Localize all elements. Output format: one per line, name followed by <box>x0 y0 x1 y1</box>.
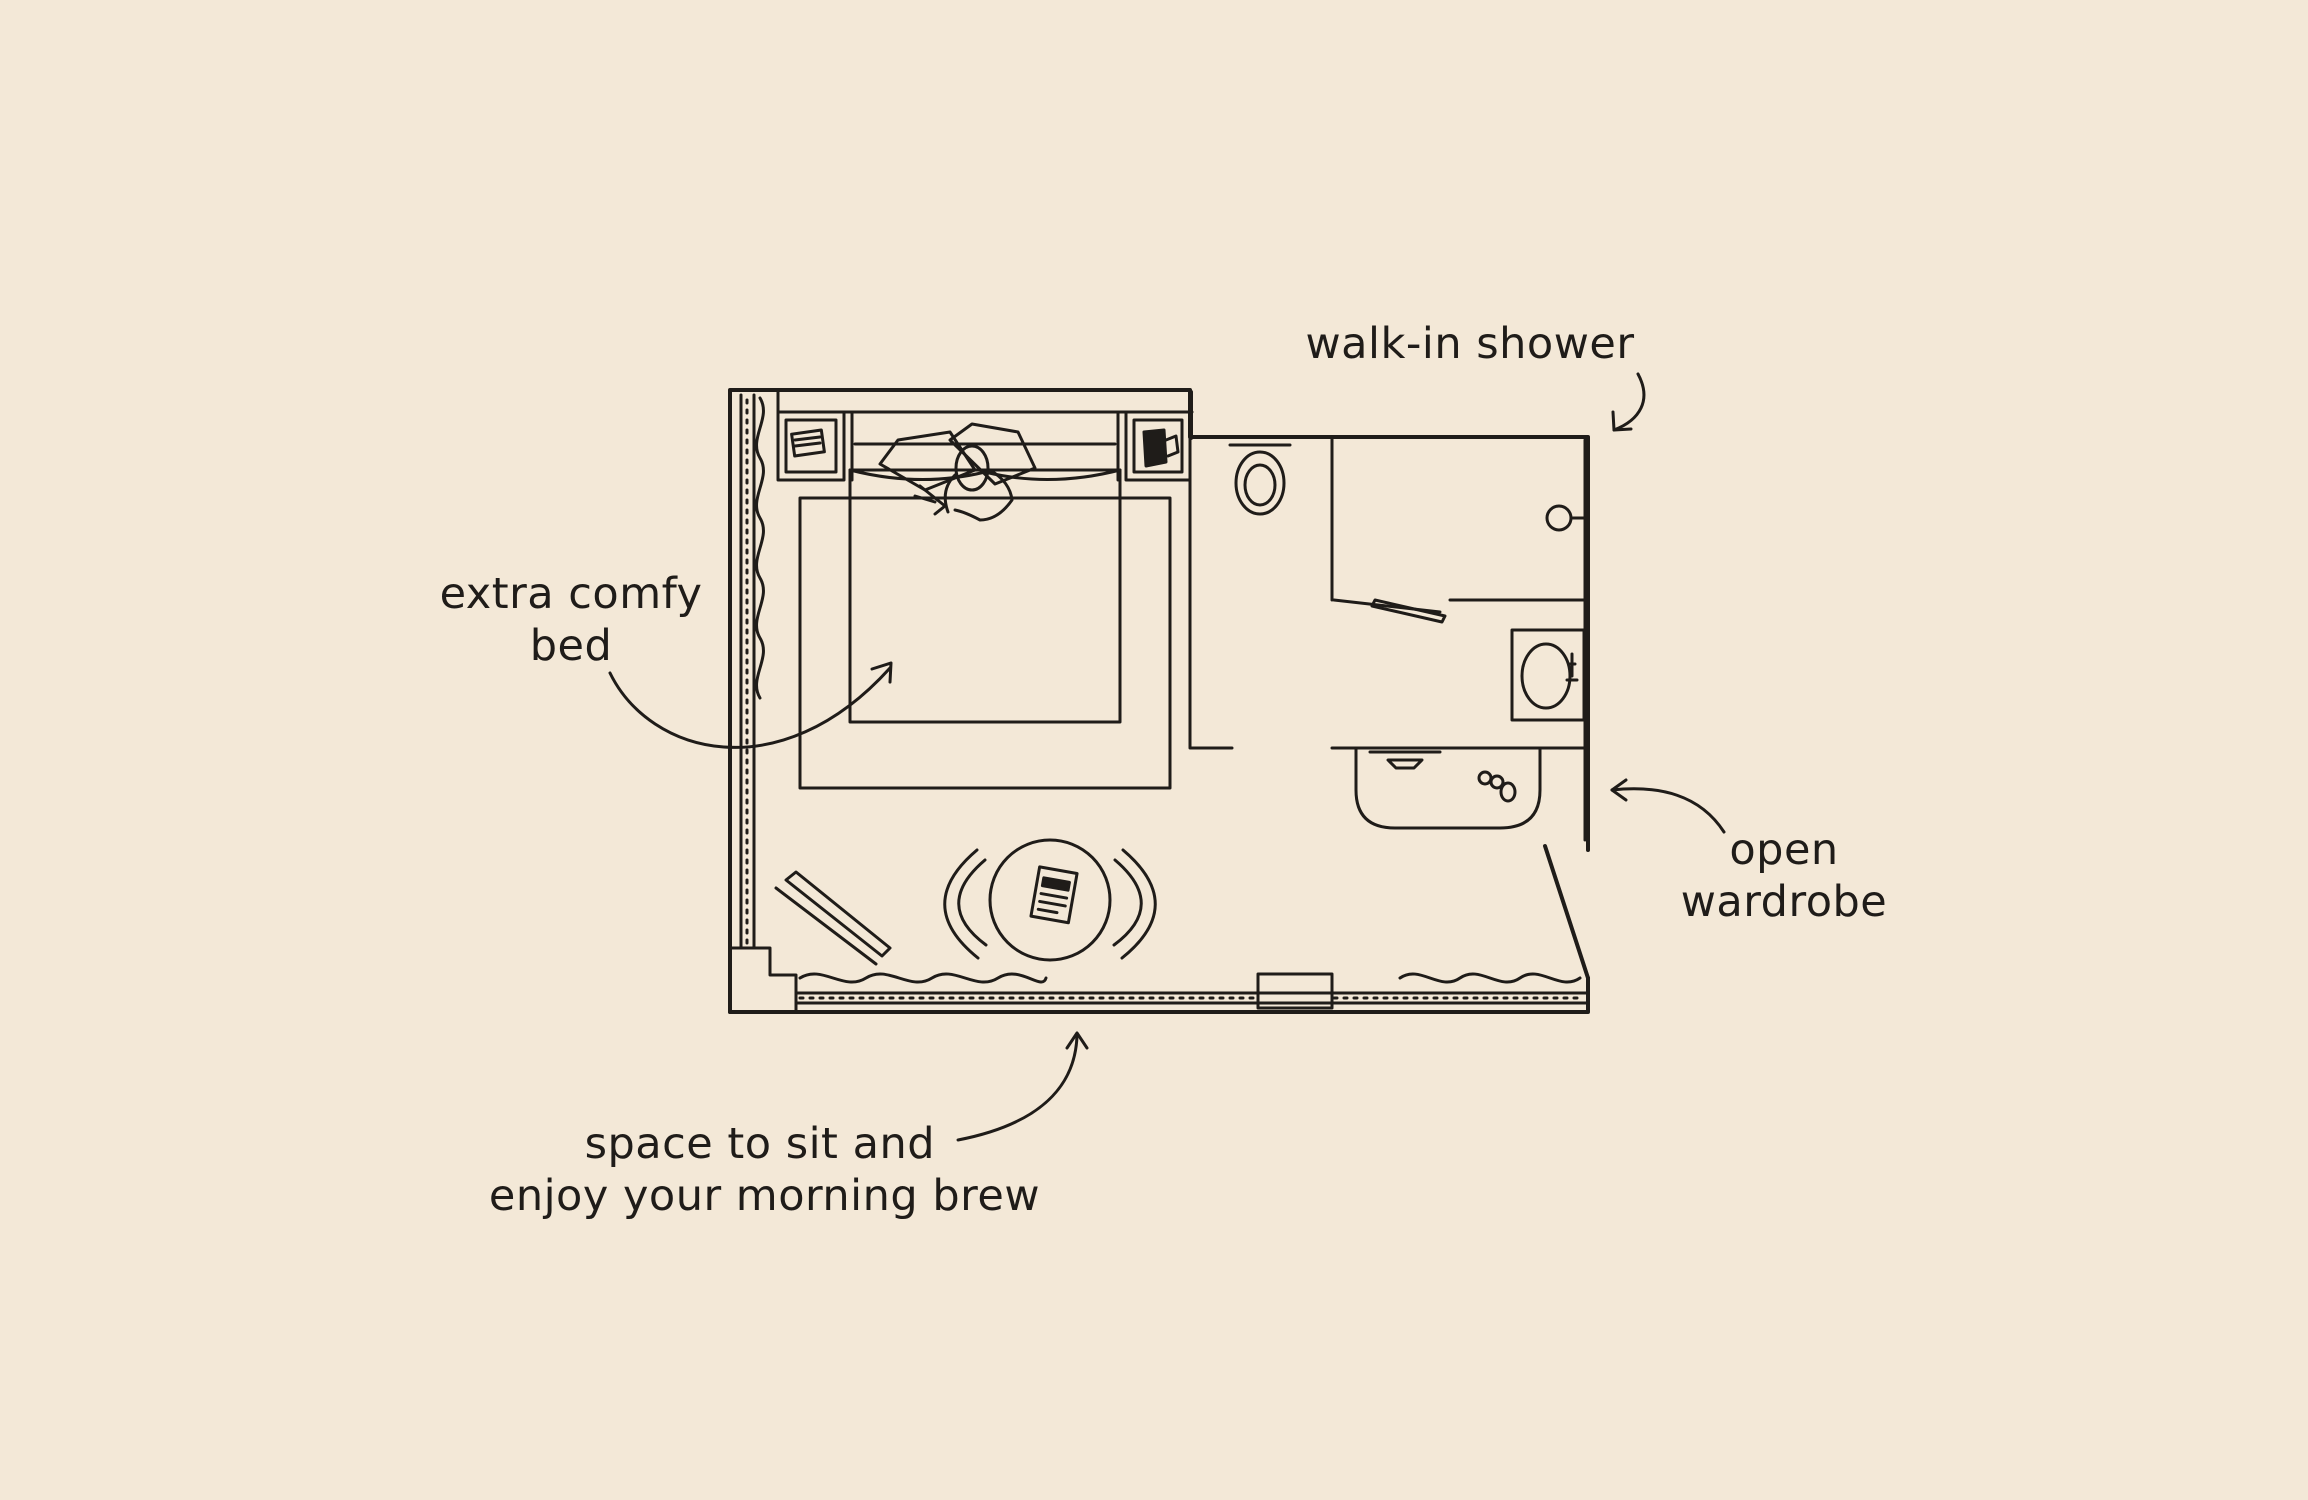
daybed <box>774 870 892 966</box>
curtain-bottom-left <box>798 972 1048 984</box>
label-wardrobe-line2: wardrobe <box>1680 877 1888 927</box>
label-bed: extra comfy bed <box>418 568 724 672</box>
label-seating: space to sit and enjoy your morning brew <box>440 1118 1040 1222</box>
nightstand-left <box>776 410 846 482</box>
arrow-seating <box>956 1031 1089 1142</box>
wardrobe-shelf <box>1354 746 1542 830</box>
label-bed-line1: extra comfy <box>439 569 703 619</box>
window-bottom <box>794 972 1590 1010</box>
entry-door <box>1543 844 1590 980</box>
table-and-chairs <box>943 838 1157 962</box>
sink <box>1510 628 1586 722</box>
label-bed-line2: bed <box>529 621 613 671</box>
label-seating-line1: space to sit and <box>584 1119 935 1169</box>
arrow-walk-in-shower <box>1611 372 1646 432</box>
curtain-bottom-right <box>1398 972 1582 984</box>
label-walk-in-shower-text: walk-in shower <box>1305 319 1635 369</box>
toilet <box>1228 443 1292 516</box>
label-wardrobe-line1: open <box>1729 825 1839 875</box>
window-left <box>728 393 798 1014</box>
sleeper-figure <box>913 444 1014 522</box>
arrow-bed <box>608 661 893 749</box>
nightstand-right <box>1124 410 1192 482</box>
arrow-wardrobe <box>1610 778 1726 834</box>
label-wardrobe: open wardrobe <box>1668 824 1900 928</box>
label-walk-in-shower: walk-in shower <box>1290 318 1650 370</box>
shower <box>1370 504 1587 624</box>
label-seating-line2: enjoy your morning brew <box>488 1171 1040 1221</box>
curtain-left <box>755 396 765 700</box>
